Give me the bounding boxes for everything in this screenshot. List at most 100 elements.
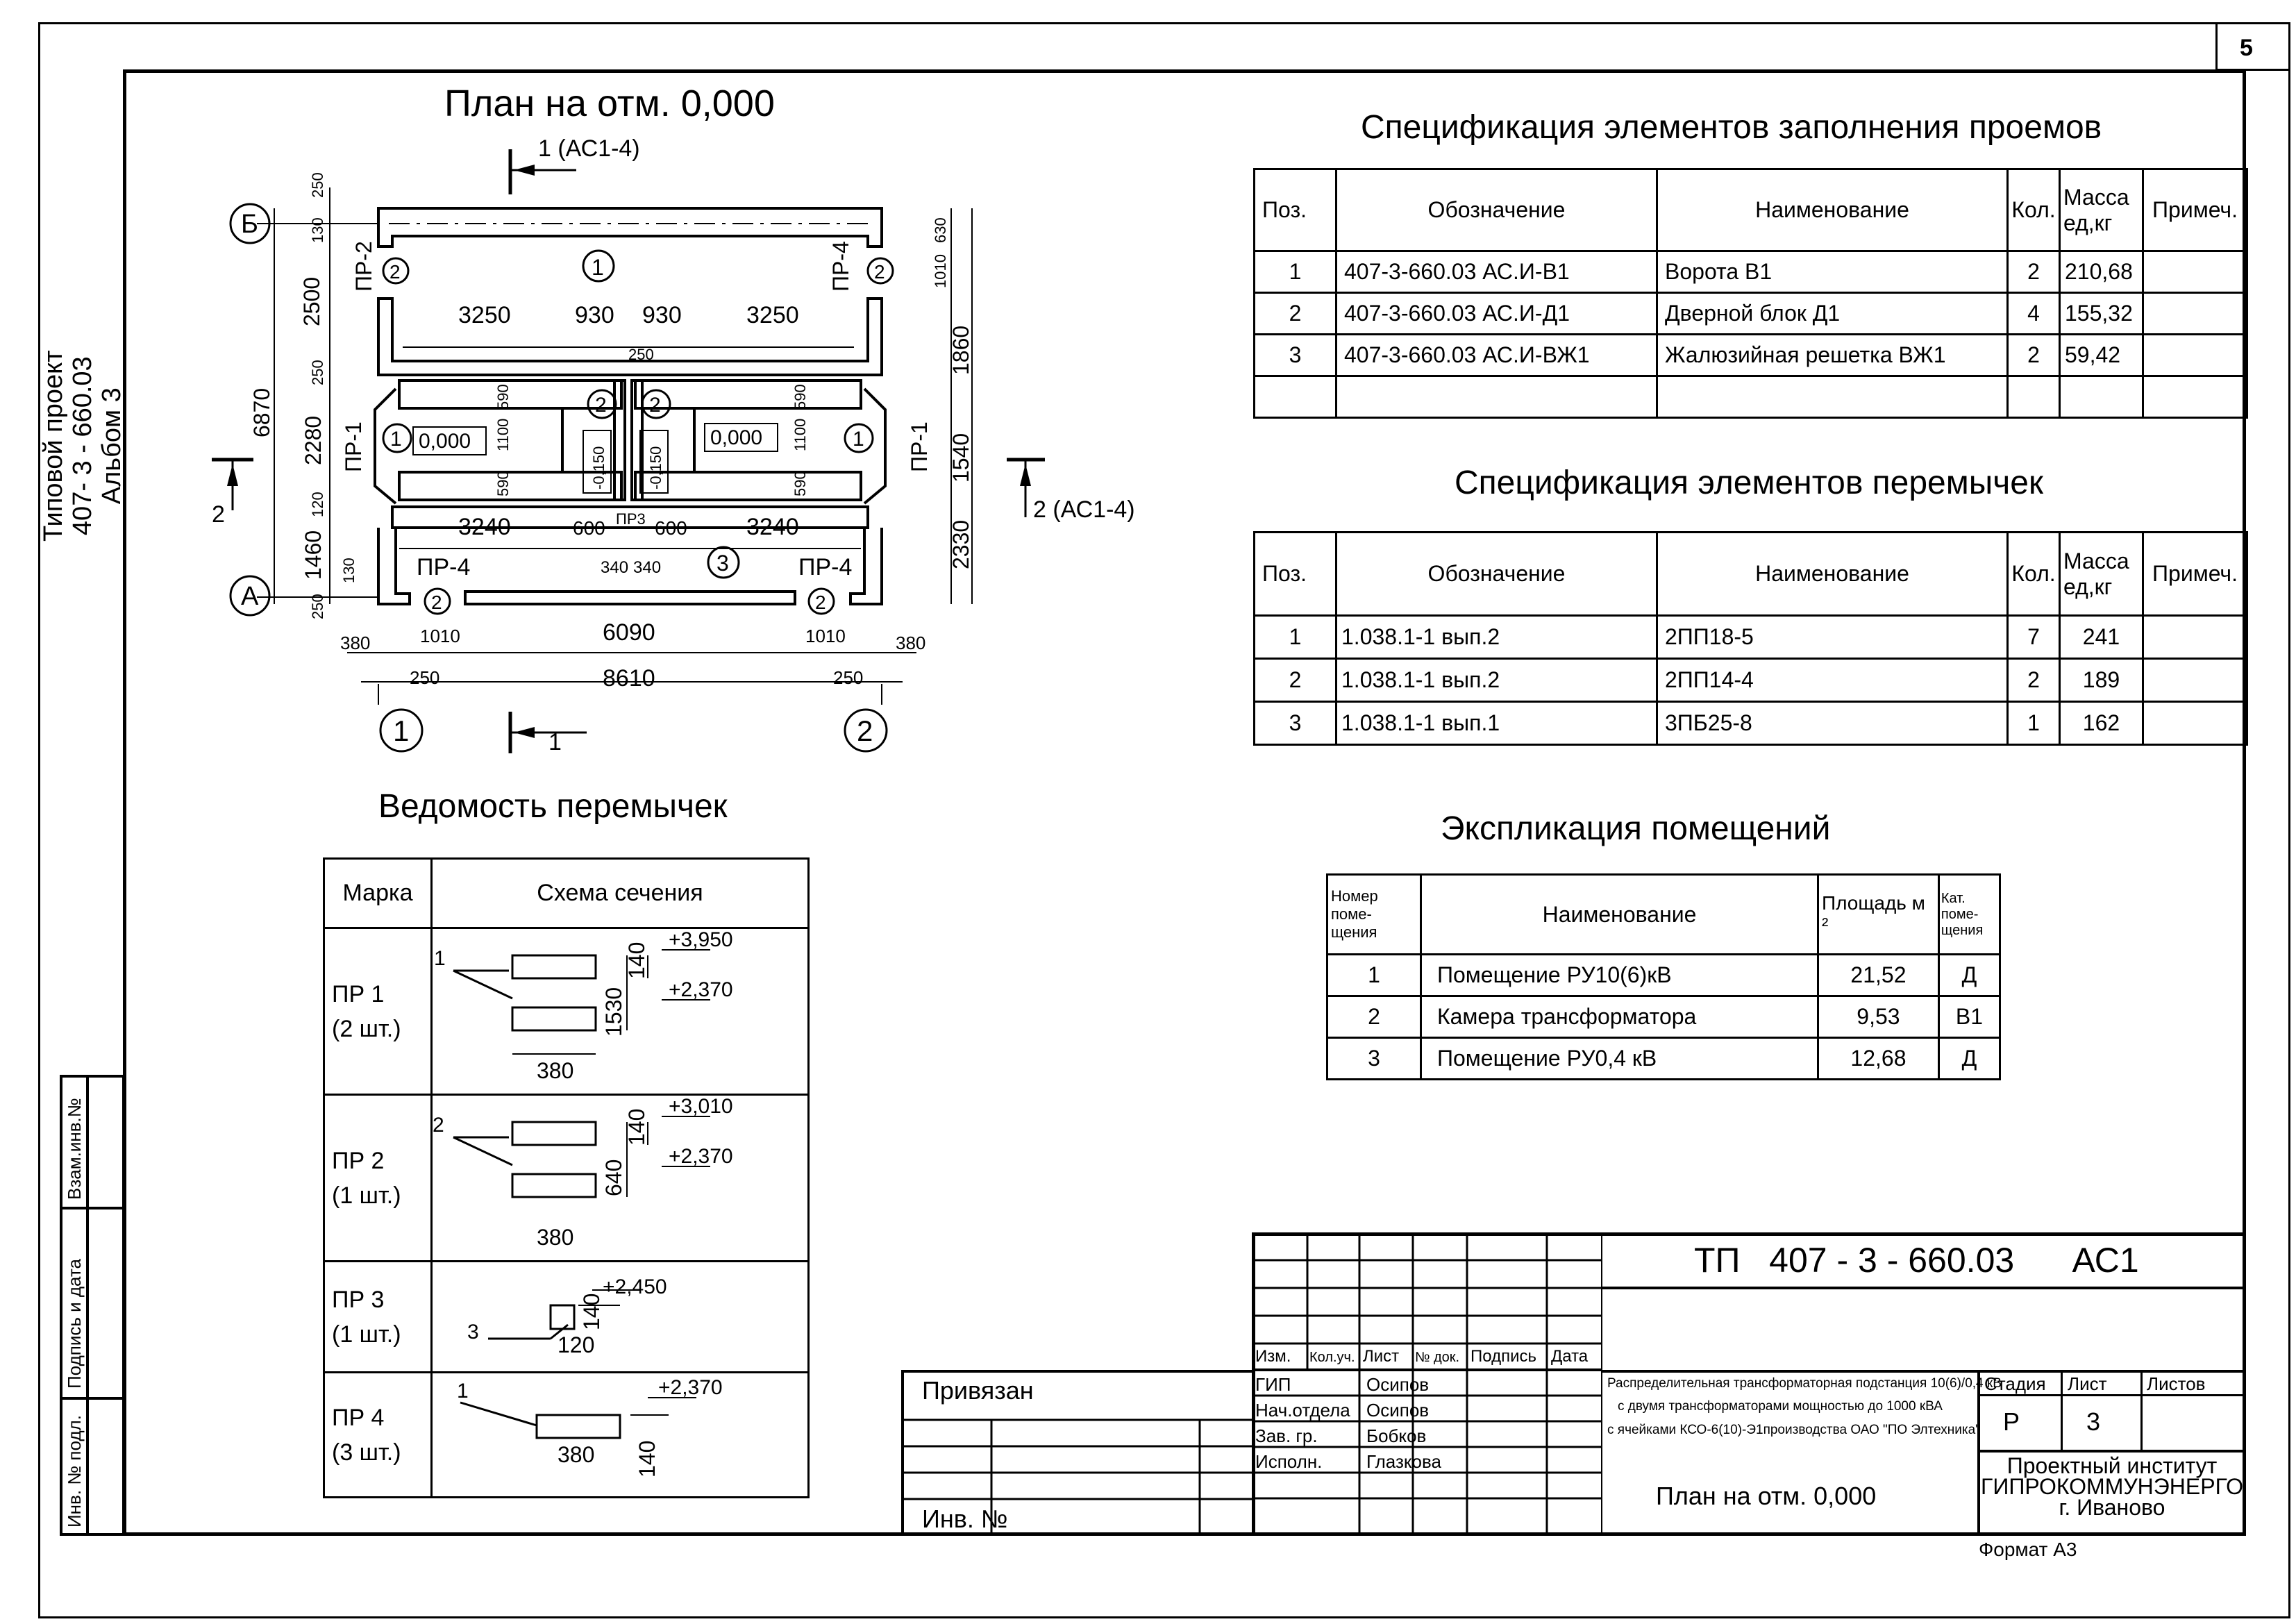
col-designation: Обозначение [1335,168,1658,252]
cell: В1 [1937,995,2002,1039]
spec-lintels-table: Поз. Обозначение Наименование Кол. Масса… [1253,531,2248,746]
room-1-num: 1 [592,255,604,280]
axis-1-label: 1 [393,714,409,747]
cell: 21,52 [1817,953,1940,997]
lintel-qty: (3 шт.) [332,1439,401,1466]
cut-2-left: 2 [212,501,225,528]
cell: 2 [1253,658,1337,703]
spec-lintels-title: Спецификация элементов перемычек [1455,464,2043,501]
privyazan-grid [901,1418,1252,1536]
col-area: Площадь м ² [1817,873,1940,955]
dim-340-a: 340 [601,558,628,577]
cell: 1 [1253,250,1337,294]
dim-1460: 1460 [301,530,326,580]
section-h1: 140 [635,1441,660,1477]
cell: 2 [1326,995,1422,1039]
lintel-mark-cell: ПР 1 (2 шт.) [323,927,433,1096]
lintel-list-title: Ведомость перемычек [378,788,728,825]
dim-590-c: 590 [791,384,809,410]
lintel-mark: ПР 2 [332,1147,385,1174]
cell: Камера трансформатора [1419,995,1820,1039]
pr3-label: ПР3 [616,510,646,528]
dim-600-b: 600 [655,517,687,539]
level-0-left: 0,000 [419,430,471,453]
stamp-col-ndok: № док. [1415,1350,1460,1365]
dim-1540: 1540 [948,433,973,483]
pr4-right: ПР-4 [798,554,852,580]
cell: 1 [1253,614,1337,660]
spec-openings-table: Поз. Обозначение Наименование Кол. Масса… [1253,168,2248,419]
dim-250-center: 250 [628,346,654,363]
lintel-section-pr4: 1 380 140 +2,370 [457,1376,723,1477]
dim-1010-left: 1010 [420,626,460,646]
cell: Дверной блок Д1 [1656,292,2009,335]
dim-3250-a: 3250 [458,302,511,328]
cell [1656,375,2009,419]
pos2-tr: 2 [874,261,885,283]
dim-2330: 2330 [948,520,973,569]
axis-b-label: Б [241,210,258,239]
cell: Помещение РУ10(6)кВ [1419,953,1820,997]
col-pos: Поз. [1253,168,1337,252]
section-h2: 640 [601,1160,626,1196]
section-pos-visible: 1 [434,947,446,970]
stamp-col-izm: Изм. [1255,1347,1291,1366]
stamp-sheets-head: Листов [2147,1373,2206,1394]
cell: 407-3-660.03 АС.И-ВЖ1 [1335,333,1658,377]
cell: 1.038.1-1 вып.2 [1335,658,1658,703]
stamp-line-h4 [1979,1394,2246,1396]
stamp-change-grid [1252,1232,1602,1536]
section-h1: 140 [579,1294,604,1330]
stamp-line-v2 [2061,1370,2063,1450]
table-row: ПР 3 (1 шт.) 3 120 140 +2,450 [323,1260,810,1373]
dim-3240-b: 3240 [746,514,799,540]
room-2a-num: 2 [595,394,607,417]
lintel-qty: (1 шт.) [332,1182,401,1209]
cell: Д [1937,1037,2002,1080]
dim-600-a: 600 [573,517,605,539]
org-line-3: г. Иваново [2059,1495,2165,1520]
outer-border [38,22,2290,1618]
stamp-line-h1 [1602,1287,2246,1289]
cell [2059,375,2144,419]
format-label: Формат А3 [1979,1539,2077,1560]
col-mark: Марка [323,857,433,929]
table-row: ПР 1 (2 шт.) 1 1 1 380 [323,927,810,1096]
room-1-left: 1 [390,428,402,451]
cell: 162 [2059,701,2144,746]
cell [2142,375,2248,419]
pos2-br: 2 [815,592,826,613]
lintel-mark-cell: ПР 3 (1 шт.) [323,1260,433,1373]
table-row: 1 1.038.1-1 вып.2 2ПП18-5 7 241 [1253,614,2248,660]
section-h1: 140 [624,942,649,979]
col-qty: Кол. [2006,168,2061,252]
dim-130-tl: 130 [309,217,326,243]
dim-130-bl: 130 [340,558,358,583]
cell [2006,375,2061,419]
cell: 189 [2059,658,2144,703]
axis-2-label: 2 [857,714,873,747]
stamp-line-v3 [2140,1370,2143,1450]
lintel-section-pr2: 2 380 140 640 +3,010 +2,370 [434,1097,733,1250]
table-row: 1 Помещение РУ10(6)кВ 21,52 Д [1326,953,2002,997]
lintel-section-cell: 1 1 1 380 140 1530 +3,950 +2,370 [430,927,810,1096]
cell: 3ПБ25-8 [1656,701,2009,746]
cell [2142,701,2248,746]
inv-no-label: Инв. № [922,1505,1008,1533]
stamp-name-nach: Осипов [1366,1400,1430,1421]
table-row: 2 407-3-660.03 АС.И-Д1 Дверной блок Д1 4… [1253,292,2248,335]
dim-590-b: 590 [494,471,512,496]
cell: 2 [2006,333,2061,377]
stamp-line-v1 [1977,1370,1980,1536]
dim-380-left: 380 [340,633,370,653]
section-width: 380 [558,1442,594,1467]
dim-120-ml: 120 [309,492,326,517]
col-category: Кат. поме- щения [1937,873,2002,955]
privyazan-block [901,1370,1252,1536]
col-qty: Кол. [2006,531,2061,617]
dim-630-r: 630 [932,217,949,243]
room-2b-num: 2 [649,394,661,417]
section-width: 120 [558,1332,594,1357]
table-row: 2 Камера трансформатора 9,53 В1 [1326,995,2002,1039]
